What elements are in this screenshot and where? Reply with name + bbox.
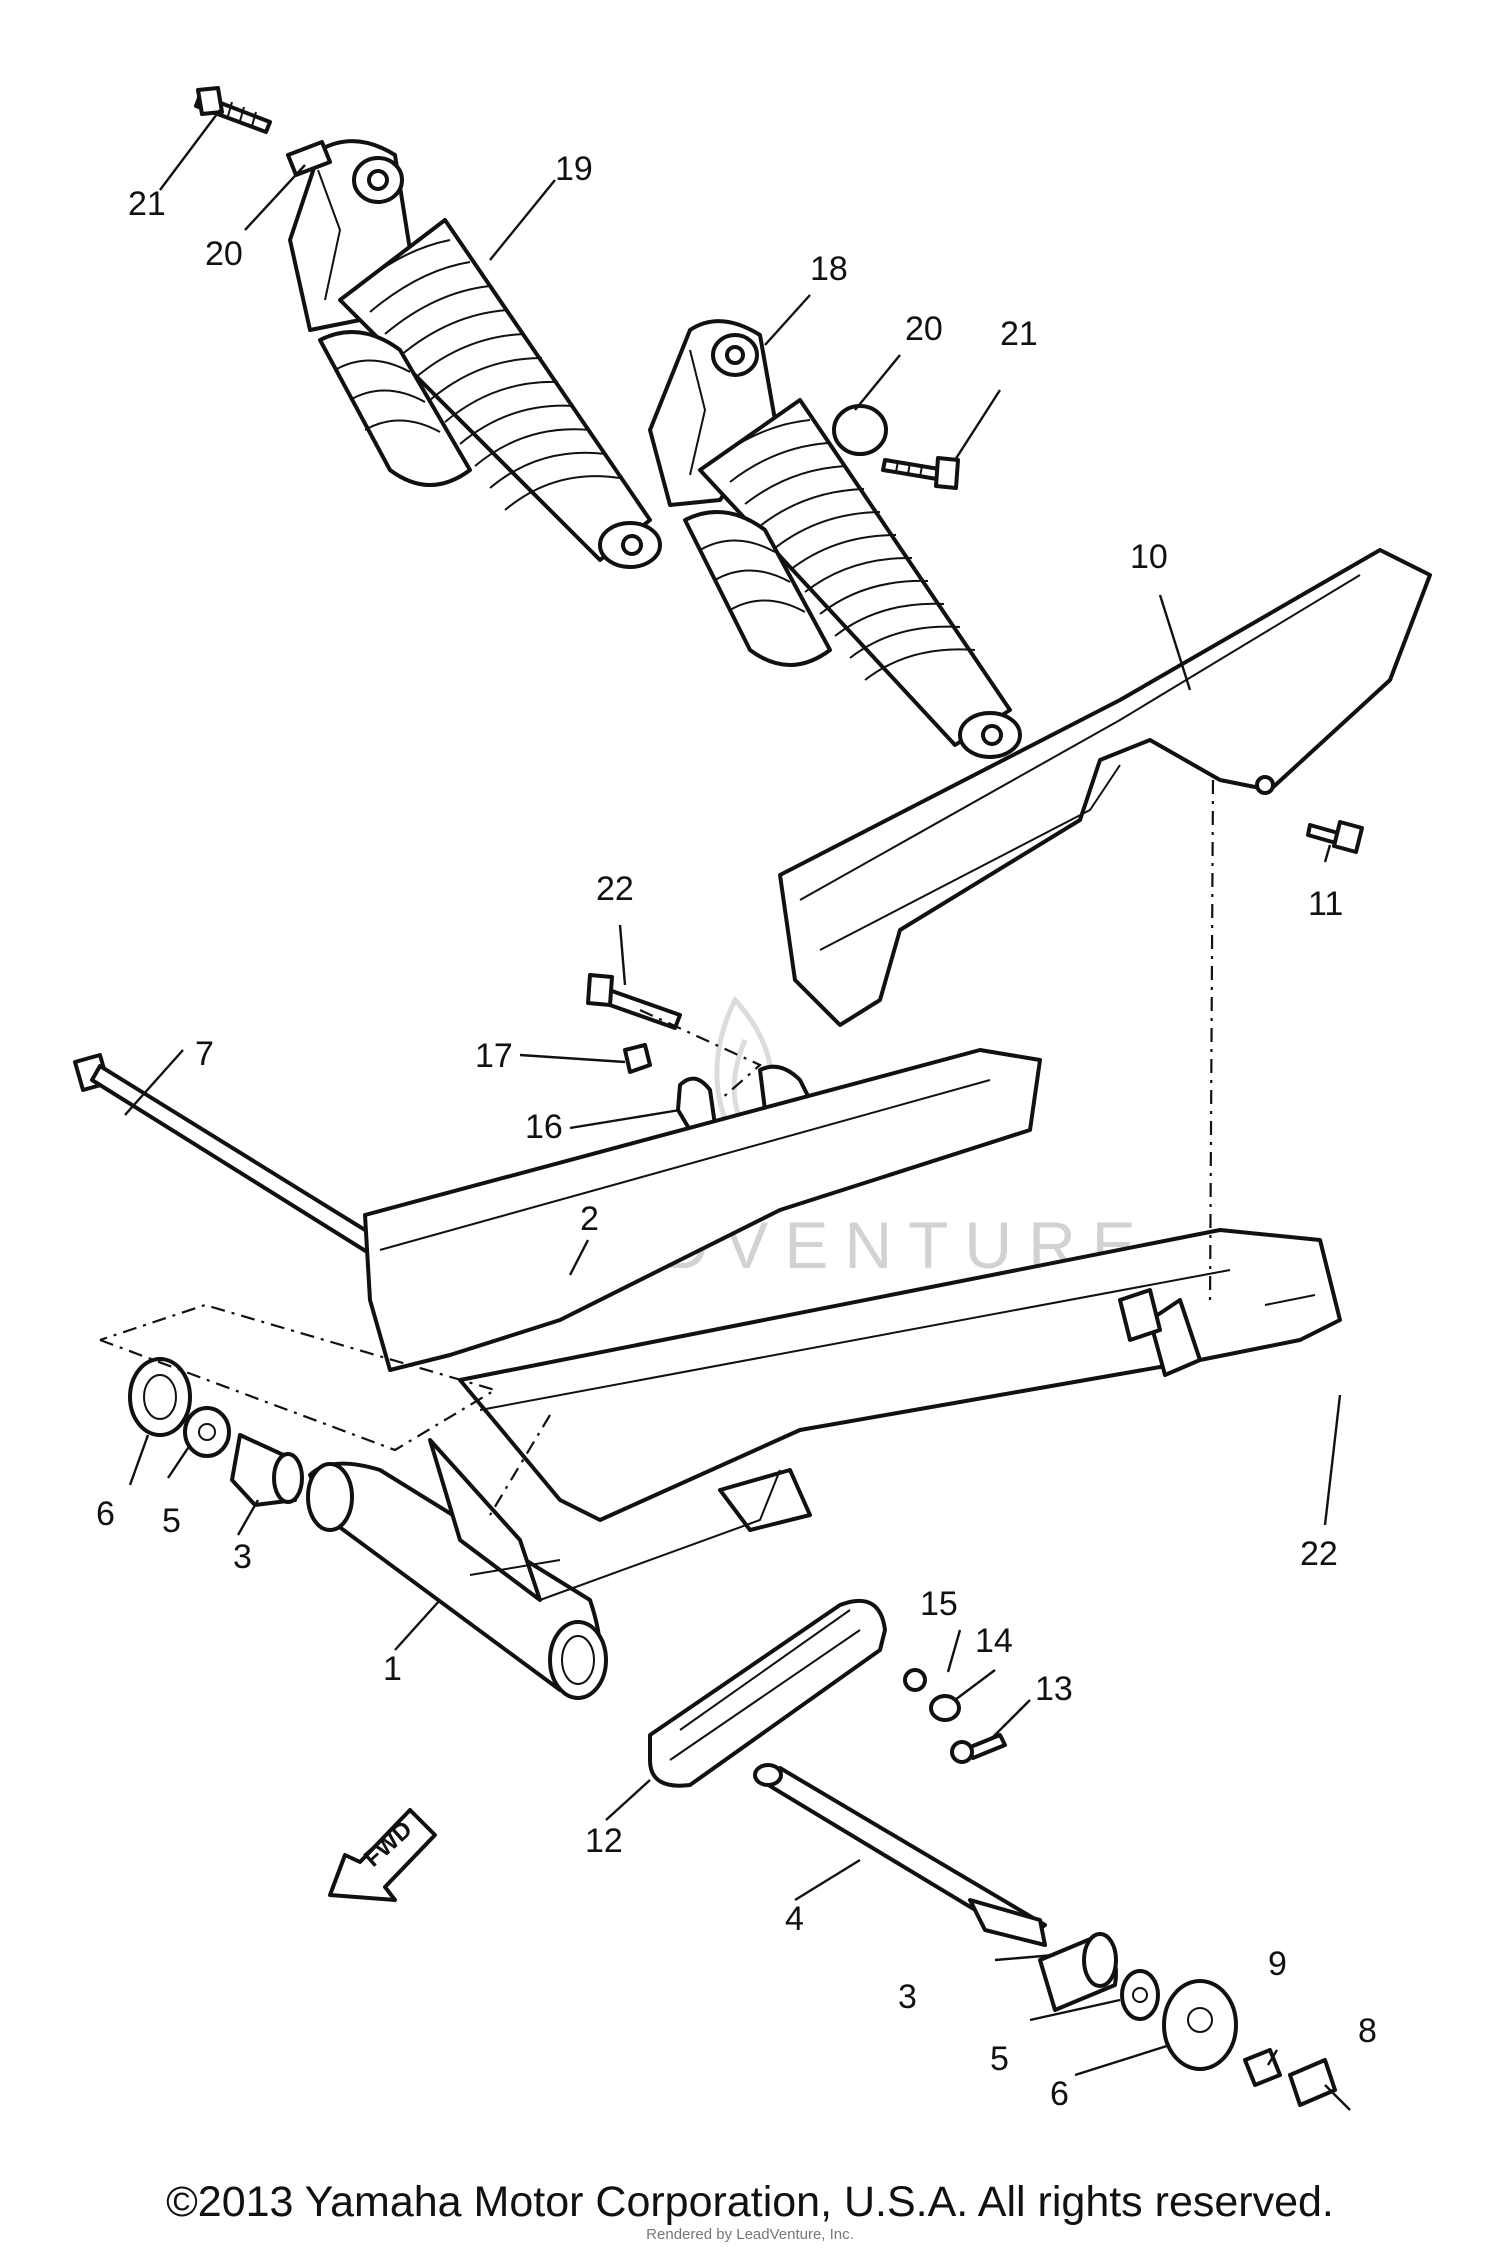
callout-12: 12: [585, 1822, 623, 1860]
callout-17: 17: [475, 1037, 513, 1075]
copyright-notice: ©2013 Yamaha Motor Corporation, U.S.A. A…: [166, 2178, 1334, 2226]
callout-21-left: 21: [128, 185, 166, 223]
callout-5-right: 5: [990, 2040, 1009, 2078]
callout-20-left: 20: [205, 235, 243, 273]
callout-13: 13: [1035, 1670, 1073, 1708]
callout-1: 1: [383, 1650, 402, 1688]
rear-shock-absorber-right: [648, 319, 1022, 759]
rear-shock-absorber-left: [288, 139, 662, 569]
callout-14: 14: [975, 1622, 1013, 1660]
callout-6-right: 6: [1050, 2075, 1069, 2113]
callout-22-right: 22: [1300, 1535, 1338, 1573]
callout-6-left: 6: [96, 1495, 115, 1533]
center-lines: [99, 779, 1215, 1516]
callout-16: 16: [525, 1108, 563, 1146]
axle-collar-washer-seal-nut: [1038, 1932, 1337, 2107]
callout-2: 2: [580, 1200, 599, 1238]
callout-11: 11: [1308, 885, 1343, 923]
callout-18: 18: [810, 250, 848, 288]
callout-5-left: 5: [162, 1502, 181, 1540]
callout-8: 8: [1358, 2012, 1377, 2050]
callout-3-right: 3: [898, 1978, 917, 2016]
shock-collars-and-bolts: [194, 86, 960, 490]
callout-10: 10: [1130, 538, 1168, 576]
leader-lines: [124, 109, 1351, 2111]
callout-4: 4: [785, 1900, 804, 1938]
callout-21-right: 21: [1000, 315, 1038, 353]
callout-20-right: 20: [905, 310, 943, 348]
callout-labels: 1 2 3 3 4 5 5 6 6 7 8 9 10 11 12 13 14 1…: [96, 150, 1377, 2113]
rear-axle: [753, 1763, 1047, 1947]
chain-case: [778, 548, 1432, 1027]
chain-adjuster: [648, 1599, 1007, 1788]
swingarm: [306, 1048, 1342, 1700]
pivot-seal-washer-bush-left: [128, 1357, 304, 1507]
callout-19: 19: [555, 150, 593, 188]
callout-9: 9: [1268, 1945, 1287, 1983]
callout-22-top: 22: [596, 870, 634, 908]
forward-arrow: FWD: [328, 1808, 437, 1902]
callout-15: 15: [920, 1585, 958, 1623]
callout-7: 7: [195, 1035, 214, 1073]
render-credit: Rendered by LeadVenture, Inc.: [646, 2226, 854, 2243]
callout-3-left: 3: [233, 1538, 252, 1576]
